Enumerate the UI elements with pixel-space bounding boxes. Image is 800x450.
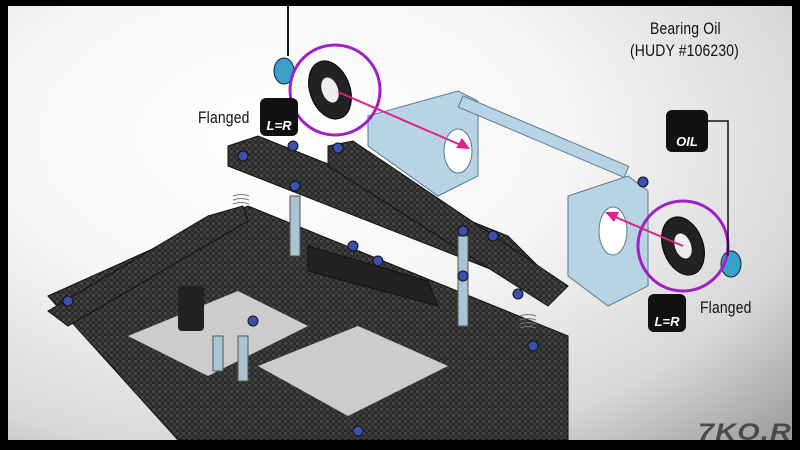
bearing-oil-label: Bearing Oil [650, 19, 721, 38]
badge-text: L=R [654, 314, 680, 329]
insertion-arrow-top [337, 91, 464, 147]
oil-icon: OIL [666, 110, 708, 152]
callout-circle-top [288, 43, 382, 137]
assembly-illustration: Flanged L=R Bearing Oil (HUDY #106230) O… [8, 6, 792, 446]
chassis-drawing [47, 6, 742, 440]
left-equals-right-badge-bottom: L=R [648, 294, 686, 332]
left-equals-right-badge-top: L=R [260, 98, 298, 136]
screws [62, 140, 649, 437]
bulkhead [367, 90, 649, 307]
flanged-label-bottom: Flanged [700, 298, 752, 317]
insertion-arrow-right [612, 215, 684, 247]
hudy-part-number: (HUDY #106230) [630, 41, 739, 60]
flanged-label-top: Flanged [198, 108, 250, 127]
brand-logo: 7KO.R [698, 419, 793, 446]
badge-text: OIL [676, 134, 698, 149]
badge-text: L=R [266, 118, 292, 133]
